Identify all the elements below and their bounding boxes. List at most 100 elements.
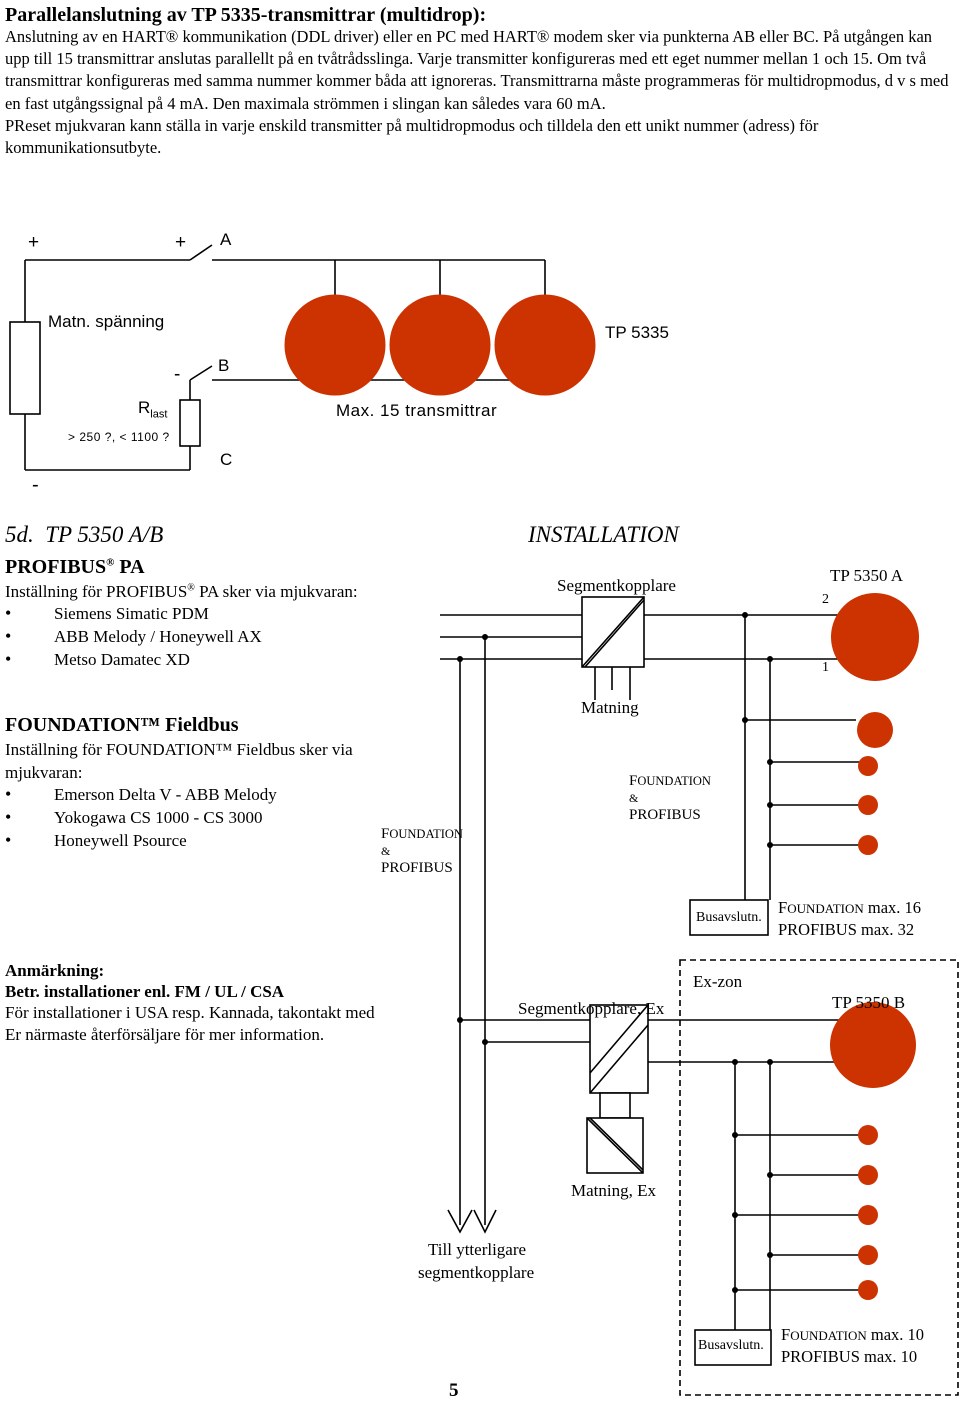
pb-max32: PROFIBUS max. 32 xyxy=(778,920,915,939)
ex-zone-label: Ex-zon xyxy=(693,972,743,991)
fp-profibus-2: PROFIBUS xyxy=(381,860,453,876)
transmitter-3 xyxy=(494,294,596,396)
max-transmitters-label: Max. 15 transmittrar xyxy=(336,401,498,420)
power-supply-ex-label: Matning, Ex xyxy=(571,1181,656,1200)
ff-max10-f: F xyxy=(781,1325,791,1344)
point-b: B xyxy=(218,356,230,375)
pin-1: 1 xyxy=(822,660,829,675)
ff-max16: FOUNDATION max. 16 xyxy=(778,898,921,918)
ff-intro-1: Inställning för FOUNDATION™ Fieldbus ske… xyxy=(5,740,353,759)
segment-coupler-label: Segmentkopplare xyxy=(557,576,676,595)
intro-paragraph-1: Anslutning av en HART® kommunikation (DD… xyxy=(5,27,949,113)
ff-device-1 xyxy=(857,712,893,748)
tp5350b-transmitter xyxy=(830,1002,916,1088)
bus-termination-label-1: Busavslutn. xyxy=(696,910,762,925)
fp-foundation-line: FOUNDATION xyxy=(629,773,711,790)
ff-max16-rest: OUNDATION xyxy=(787,901,864,916)
point-a: A xyxy=(220,230,232,249)
fp-foundation-line-2: FOUNDATION xyxy=(381,826,463,843)
ff-max16-f: F xyxy=(778,898,788,917)
bus-termination-box-1 xyxy=(689,899,769,936)
bus-termination-label-2: Busavslutn. xyxy=(698,1338,764,1353)
profibus-software-list: Siemens Simatic PDM ABB Melody / Honeywe… xyxy=(2,603,262,673)
profibus-intro: Inställning för PROFIBUS® PA sker via mj… xyxy=(5,582,358,602)
power-supply-label: Matning xyxy=(581,698,639,717)
fp-rest: OUNDATION xyxy=(637,774,711,788)
fp-profibus: PROFIBUS xyxy=(629,807,701,823)
list-item: Siemens Simatic PDM xyxy=(2,603,262,627)
fp-rest-2: OUNDATION xyxy=(389,827,463,841)
note-line-2: Er närmaste återförsäljare för mer infor… xyxy=(5,1025,325,1044)
profibus-heading-suffix: PA xyxy=(119,556,145,578)
list-item: Yokogawa CS 1000 - CS 3000 xyxy=(2,807,277,831)
switch-a xyxy=(189,244,213,261)
pb-max10: PROFIBUS max. 10 xyxy=(781,1347,918,1366)
list-item: ABB Melody / Honeywell AX xyxy=(2,626,262,650)
ff-heading: FOUNDATION™ Fieldbus xyxy=(5,714,239,736)
ff-max16-val: max. 16 xyxy=(867,898,922,917)
list-item: Honeywell Psource xyxy=(2,830,277,854)
pin-2: 2 xyxy=(822,592,829,607)
list-item: Metso Damatec XD xyxy=(2,649,262,673)
note-bold: Betr. installationer enl. FM / UL / CSA xyxy=(5,982,285,1001)
section-title: TP 5350 A/B xyxy=(45,522,164,547)
intro-paragraph-2: PReset mjukvaran kann ställa in varje en… xyxy=(5,115,819,158)
profibus-heading: PROFIBUS® PA xyxy=(5,556,145,579)
list-item: Emerson Delta V - ABB Melody xyxy=(2,784,277,808)
note-heading: Anmärkning: xyxy=(5,961,105,980)
section-number: 5d. xyxy=(5,522,34,547)
registered-mark: ® xyxy=(106,556,115,569)
tp5350a-transmitter xyxy=(831,593,919,681)
plus-left: + xyxy=(28,232,40,253)
ex-device-3 xyxy=(858,1205,878,1225)
ex-device-5 xyxy=(858,1280,878,1300)
fp-f: F xyxy=(629,773,638,789)
ff-max10: FOUNDATION max. 10 xyxy=(781,1325,924,1345)
section-heading: 5d. TP 5350 A/B xyxy=(5,522,163,548)
point-c: C xyxy=(220,450,233,469)
transmitter-1 xyxy=(284,294,386,396)
supply-label: Matn. spänning xyxy=(48,312,165,331)
ff-max10-val: max. 10 xyxy=(870,1325,925,1344)
installation-wiring xyxy=(440,596,959,1396)
ff-device-4 xyxy=(858,835,878,855)
ff-intro-2: mjukvaran: xyxy=(5,763,83,782)
switch-b xyxy=(189,365,213,381)
note-line-1: För installationer i USA resp. Kannada, … xyxy=(5,1003,375,1022)
ff-device-3 xyxy=(858,795,878,815)
transmitter-label: TP 5335 xyxy=(605,323,669,342)
tp5350a-label: TP 5350 A xyxy=(830,566,904,585)
page-title: Parallelanslutning av TP 5335-transmittr… xyxy=(5,4,487,26)
profibus-intro-suffix: PA sker via mjukvaran: xyxy=(199,582,358,601)
rlast-symbol: R xyxy=(138,398,151,417)
registered-mark-2: ® xyxy=(187,582,195,594)
profibus-heading-text: PROFIBUS xyxy=(5,556,107,578)
page-number: 5 xyxy=(449,1380,459,1401)
fp-label-left: FOUNDATION & PROFIBUS xyxy=(381,826,463,877)
load-resistor xyxy=(179,399,201,447)
minus-mid: - xyxy=(174,364,181,385)
fp-ampersand-2: & xyxy=(381,844,391,858)
fp-label-right: FOUNDATION & PROFIBUS xyxy=(629,773,711,824)
rlast-subscript: last xyxy=(150,408,168,421)
installation-title: INSTALLATION xyxy=(528,522,679,547)
further-couplers-2: segmentkopplare xyxy=(418,1263,535,1282)
ff-max10-rest: OUNDATION xyxy=(790,1328,867,1343)
segment-coupler-ex-label: Segmentkopplare, Ex xyxy=(518,999,665,1018)
tp5350b-label: TP 5350 B xyxy=(832,993,906,1012)
profibus-intro-text: Inställning för PROFIBUS xyxy=(5,582,188,601)
bus-termination-box-2 xyxy=(694,1329,772,1366)
transmitter-2 xyxy=(389,294,491,396)
resistor-range: > 250 ?, < 1100 ? xyxy=(68,430,170,444)
plus-mid: + xyxy=(175,232,187,253)
ex-zone-boundary xyxy=(679,959,959,1396)
further-couplers-1: Till ytterligare xyxy=(428,1240,527,1259)
fp-f-2: F xyxy=(381,826,390,842)
ff-device-2 xyxy=(858,756,878,776)
ff-software-list: Emerson Delta V - ABB Melody Yokogawa CS… xyxy=(2,784,277,854)
minus-left: - xyxy=(32,474,39,496)
ex-device-4 xyxy=(858,1245,878,1265)
supply-block xyxy=(9,321,41,415)
ex-device-1 xyxy=(858,1125,878,1145)
